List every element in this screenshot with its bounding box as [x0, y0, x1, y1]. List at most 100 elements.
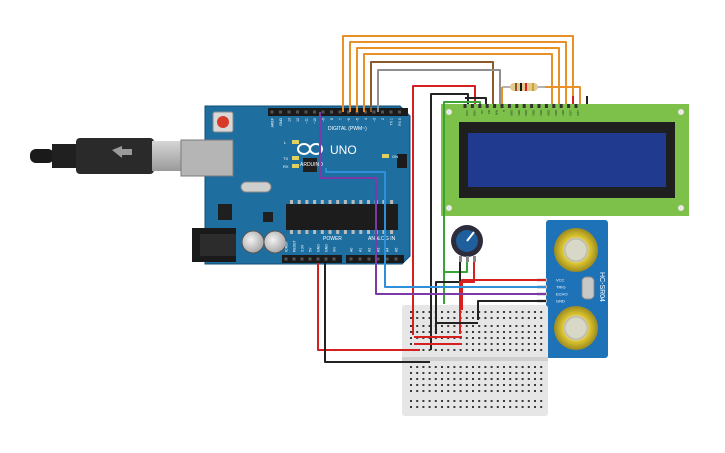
bb-hole — [422, 317, 425, 319]
bb-hole — [521, 325, 524, 327]
bb-hole — [478, 311, 481, 313]
potentiometer[interactable] — [451, 225, 483, 262]
header-hole — [389, 110, 393, 114]
bb-hole — [496, 311, 499, 313]
bb-hole — [422, 311, 425, 313]
bb-hole — [472, 349, 474, 351]
bb-hole — [484, 406, 487, 408]
chip-pin — [390, 200, 394, 204]
lcd-pin — [507, 104, 511, 108]
chip-pin — [382, 230, 386, 234]
bb-hole — [509, 372, 512, 374]
lcd-pin-label: DB5 — [546, 110, 550, 116]
bb-hole — [484, 390, 487, 392]
usb-jack — [180, 139, 234, 177]
chip-pin — [343, 200, 347, 204]
bb-hole — [521, 406, 524, 408]
resistor[interactable] — [502, 83, 545, 91]
lcd-pin-label: DB1 — [517, 110, 521, 116]
bb-hole — [515, 384, 518, 386]
led-tx-label: TX — [283, 156, 288, 161]
bb-hole — [515, 390, 518, 392]
bb-hole — [447, 325, 450, 327]
bb-hole — [428, 400, 431, 402]
bb-hole — [527, 384, 530, 386]
wire-black — [435, 262, 461, 334]
bb-hole — [490, 406, 493, 408]
bb-hole — [540, 325, 543, 327]
bb-hole — [472, 366, 474, 368]
usb-cable-end — [30, 149, 54, 163]
bb-hole — [484, 337, 487, 339]
power-pin-label: 5V — [309, 247, 313, 252]
bb-hole — [478, 366, 481, 368]
bb-hole — [496, 384, 499, 386]
bb-hole — [490, 366, 493, 368]
bb-hole — [434, 366, 437, 368]
bb-hole — [527, 343, 530, 345]
lcd-mount-hole — [678, 205, 684, 211]
sensor-pin-label: GND — [556, 299, 565, 304]
wire-gray — [377, 69, 501, 112]
bb-hole — [416, 372, 419, 374]
pot-pin — [459, 256, 462, 262]
bb-hole — [478, 406, 481, 408]
led-rx-label: RX — [283, 164, 289, 169]
analog-pin-label: A4 — [386, 248, 390, 252]
bb-hole — [441, 349, 443, 351]
bb-hole — [509, 384, 512, 386]
bb-hole — [453, 384, 456, 386]
bb-hole — [459, 390, 462, 392]
digital-pin-label: 4 — [364, 118, 368, 120]
bb-hole — [503, 378, 505, 380]
bb-hole — [484, 349, 487, 351]
bb-hole — [527, 378, 530, 380]
usb-cable — [30, 138, 182, 174]
sensor-pin-label: ECHO — [556, 292, 568, 297]
lcd-pin — [515, 104, 519, 108]
crystal-oscillator — [240, 181, 272, 193]
pot-pin — [466, 256, 469, 262]
bb-hole — [496, 378, 499, 380]
lcd-mount-hole — [446, 205, 452, 211]
analog-pin-label: A3 — [377, 248, 381, 252]
bb-hole — [521, 331, 524, 333]
bb-hole — [416, 331, 419, 333]
chip-pin — [297, 200, 301, 204]
bb-hole — [521, 317, 524, 319]
bb-hole — [540, 337, 543, 339]
chip-pin — [351, 200, 355, 204]
analog-header-label: ANALOG IN — [368, 236, 396, 242]
power-jack-inner — [200, 234, 236, 256]
header-hole — [367, 257, 371, 261]
wire-orange — [342, 35, 574, 112]
icsp-header — [397, 154, 407, 168]
bb-hole — [534, 317, 536, 319]
digital-pin-label: ~10 — [313, 118, 317, 124]
digital-header-holes — [270, 110, 401, 114]
bb-hole — [416, 400, 419, 402]
bb-hole — [410, 372, 412, 374]
bb-hole — [434, 384, 437, 386]
digital-pin-label: 12 — [296, 118, 300, 122]
wire-green — [444, 262, 468, 273]
bb-hole — [459, 378, 462, 380]
bb-hole — [447, 400, 450, 402]
breadboard[interactable] — [402, 305, 548, 416]
chip-pin — [305, 200, 309, 204]
bb-hole — [527, 317, 530, 319]
bb-hole — [503, 325, 505, 327]
lcd-pin-label: RS — [487, 110, 491, 114]
bb-hole — [534, 325, 536, 327]
chip-pin — [336, 200, 340, 204]
bb-hole — [472, 400, 474, 402]
digital-pin-label: 8 — [330, 118, 334, 120]
bb-hole — [453, 378, 456, 380]
arduino-uno-board[interactable]: ARDUINO UNO DIGITAL (PWM~) POWER ANALOG … — [180, 105, 411, 265]
bb-hole — [496, 400, 499, 402]
